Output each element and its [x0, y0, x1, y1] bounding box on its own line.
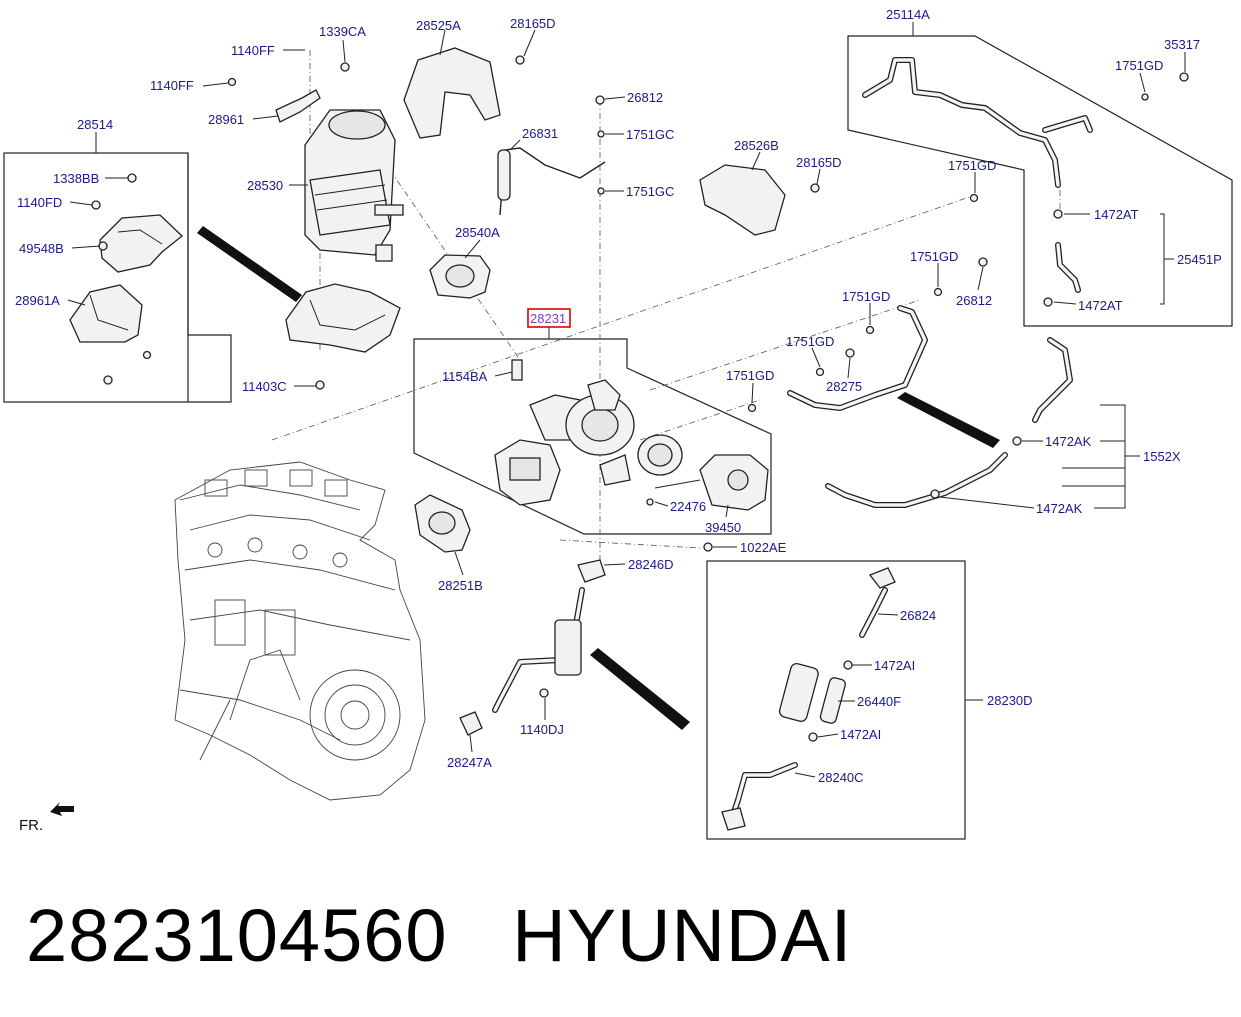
- label-28530: 28530: [247, 178, 283, 193]
- turbocharger-28231: [494, 359, 683, 506]
- label-1751GD-b: 1751GD: [948, 158, 996, 173]
- box-28514-group: [3, 152, 189, 403]
- label-26440F: 26440F: [857, 694, 901, 709]
- label-26812-a: 26812: [627, 90, 663, 105]
- heat-shield-group-parts: [69, 173, 183, 385]
- coolant-line-upper: [747, 257, 988, 413]
- label-1472AK-b: 1472AK: [1036, 501, 1083, 516]
- label-28540A: 28540A: [455, 225, 500, 240]
- bolt-28165D-b: [810, 183, 820, 193]
- label-11403C: 11403C: [242, 379, 287, 394]
- label-22476: 22476: [670, 499, 706, 514]
- label-28247A: 28247A: [447, 755, 492, 770]
- heat-shield-lower: [285, 283, 401, 353]
- box-25114A-group: [847, 35, 1233, 327]
- coolant-line-lower: [825, 337, 1073, 508]
- label-1154BA: 1154BA: [442, 369, 488, 384]
- box-28514-extension: [187, 153, 232, 403]
- label-1751GD-c: 1751GD: [910, 249, 958, 264]
- wedge-oil-line: [897, 392, 1000, 448]
- label-28961: 28961: [208, 112, 244, 127]
- bolt-11403C: [315, 380, 325, 390]
- label-1552X: 1552X: [1143, 449, 1181, 464]
- label-1339CA: 1339CA: [319, 24, 366, 39]
- label-1472AT-b: 1472AT: [1078, 298, 1123, 313]
- label-35317: 35317: [1164, 37, 1200, 52]
- bolt-1140FF-b: [227, 77, 237, 87]
- label-1751GD-d: 1751GD: [842, 289, 890, 304]
- label-1140DJ: 1140DJ: [520, 722, 564, 737]
- heat-shield-lower-fold: [309, 299, 386, 331]
- front-label: FR.: [19, 817, 43, 834]
- label-25451P: 25451P: [1177, 252, 1222, 267]
- label-1338BB: 1338BB: [53, 171, 99, 186]
- label-1472AI-b: 1472AI: [840, 727, 881, 742]
- label-1751GD-f: 1751GD: [726, 368, 774, 383]
- hose-25451P: [1043, 209, 1081, 307]
- gasket-28251B-hole: [428, 511, 456, 535]
- heat-protector-28526B: [699, 164, 786, 236]
- label-1472AT-a: 1472AT: [1094, 207, 1139, 222]
- label-1140FD: 1140FD: [17, 195, 62, 210]
- label-26812-b: 26812: [956, 293, 992, 308]
- label-1751GC-a: 1751GC: [626, 127, 674, 142]
- label-25114A: 25114A: [886, 7, 930, 22]
- label-49548B: 49548B: [19, 241, 64, 256]
- bolt-28525A: [515, 55, 525, 65]
- label-28275: 28275: [826, 379, 862, 394]
- label-1472AI-a: 1472AI: [874, 658, 915, 673]
- label-28514: 28514: [77, 117, 113, 132]
- gasket-28540A-hole: [445, 264, 475, 288]
- highlight-box-28231: [527, 308, 571, 328]
- label-28165D-b: 28165D: [796, 155, 842, 170]
- actuator-39450: [646, 454, 769, 552]
- label-28525A: 28525A: [416, 18, 461, 33]
- leader-lines: [67, 22, 1186, 778]
- vent-line-25114A: [862, 57, 1189, 203]
- label-28240C: 28240C: [818, 770, 864, 785]
- label-28230D: 28230D: [987, 693, 1033, 708]
- label-26831: 26831: [522, 126, 558, 141]
- label-1751GC-b: 1751GC: [626, 184, 674, 199]
- bracket-28961: [275, 89, 321, 123]
- catalytic-converter-28530: [304, 109, 404, 262]
- oil-return-group-28230D: [721, 567, 896, 831]
- label-28251B: 28251B: [438, 578, 483, 593]
- label-28526B: 28526B: [734, 138, 779, 153]
- part-labels: 25114A 35317 1751GD 1751GD 1472AT 25451P…: [15, 7, 1222, 785]
- heat-protector-28525A: [403, 47, 501, 139]
- label-39450: 39450: [705, 520, 741, 535]
- label-1751GD-e: 1751GD: [786, 334, 834, 349]
- wedge-heatshield: [197, 226, 302, 302]
- label-1140FF-b: 1140FF: [150, 78, 194, 93]
- label-1472AK-a: 1472AK: [1045, 434, 1092, 449]
- label-28231-selected[interactable]: 28231: [530, 311, 566, 326]
- brand-name: HYUNDAI: [512, 894, 853, 977]
- label-1022AE: 1022AE: [740, 540, 787, 555]
- wedge-drain: [590, 648, 690, 730]
- oil-return-line-28246D: [459, 559, 606, 736]
- label-26824: 26824: [900, 608, 936, 623]
- label-28961A: 28961A: [15, 293, 60, 308]
- label-1140FF-a: 1140FF: [231, 43, 275, 58]
- front-direction-indicator: FR.: [19, 802, 74, 834]
- box-28231-group: [413, 338, 772, 535]
- engine-block-drawing: [174, 461, 426, 801]
- bolt-1339CA: [340, 62, 350, 72]
- label-28246D: 28246D: [628, 557, 674, 572]
- oil-feed-line-26831: [497, 95, 606, 216]
- footer-caption: 2823104560 HYUNDAI: [26, 893, 852, 978]
- label-1751GD-a: 1751GD: [1115, 58, 1163, 73]
- part-number: 2823104560: [26, 894, 448, 977]
- front-arrow-icon: [50, 802, 74, 816]
- label-28165D-a: 28165D: [510, 16, 556, 31]
